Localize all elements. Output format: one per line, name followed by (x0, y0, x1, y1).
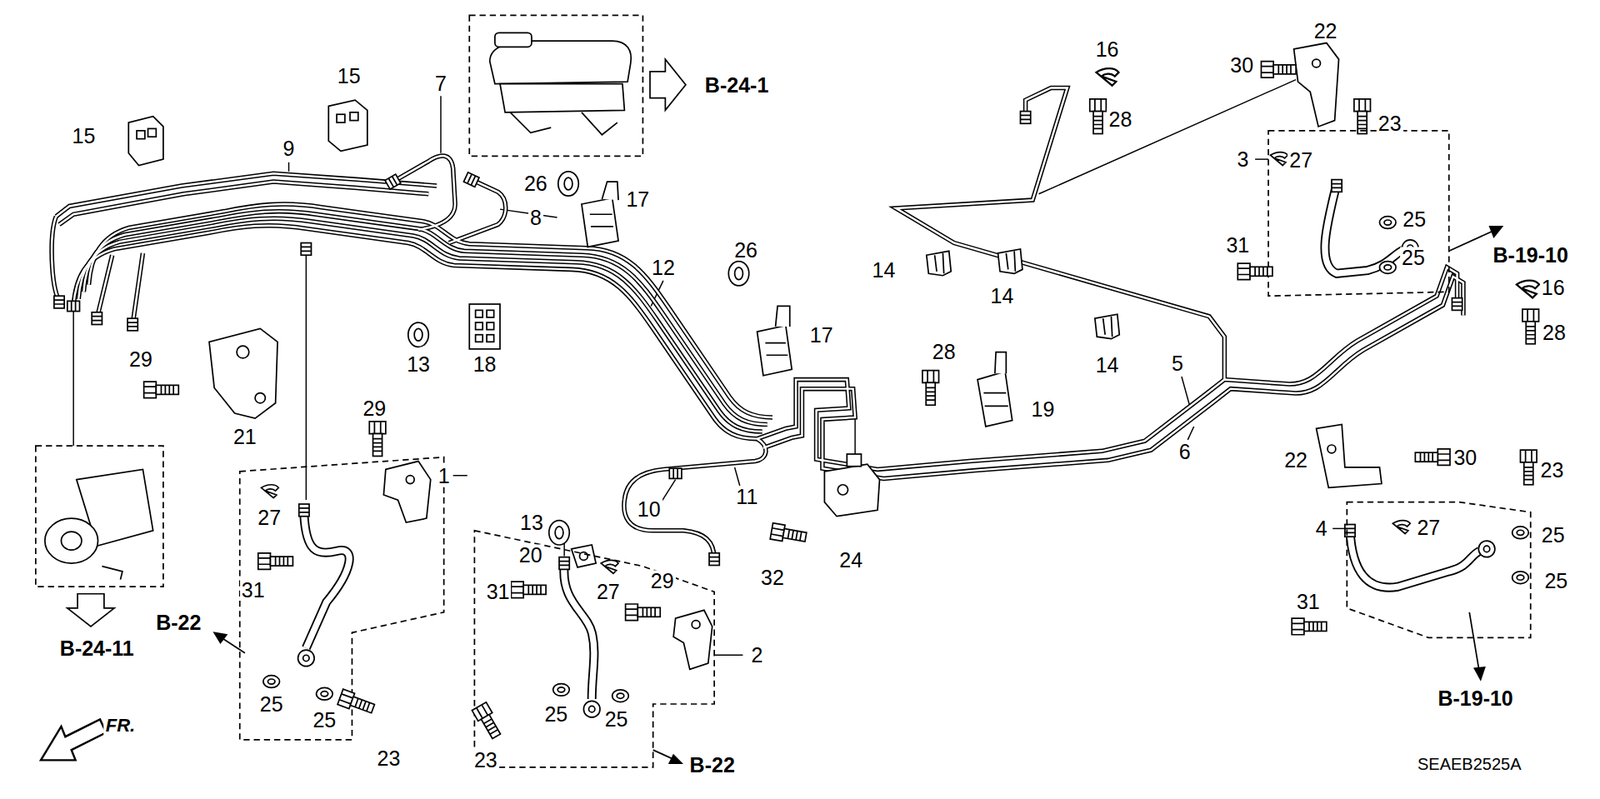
callout-number: 15 (70, 125, 98, 146)
callout-number: 7 (433, 73, 449, 95)
callout-number: 16 (1094, 38, 1121, 60)
reference-code: B-24-1 (703, 74, 770, 95)
reference-code: B-19-10 (1491, 245, 1570, 266)
parts (35, 15, 1540, 767)
callout-number: 10 (635, 499, 663, 520)
callout-number: 25 (1542, 570, 1570, 591)
callout-number: 14 (870, 260, 898, 281)
callout-number: 28 (930, 341, 958, 363)
callout-number: 29 (649, 570, 676, 591)
callout-number: 8 (528, 206, 544, 228)
callout-number: 15 (335, 65, 363, 86)
callout-number: 27 (255, 506, 283, 528)
callout-number: 1 (436, 465, 452, 486)
diagram-code: SEAEB2525A (1415, 755, 1524, 773)
callout-number: 26 (522, 173, 550, 195)
callout-number: 30 (1228, 55, 1255, 76)
callout-number: 31 (485, 581, 512, 603)
callout-number: 25 (603, 709, 630, 730)
callout-number: 29 (127, 349, 155, 370)
callout-number: 27 (1287, 150, 1315, 171)
callout-number: 30 (1451, 446, 1479, 468)
callout-number: 3 (1235, 149, 1250, 170)
callout-number: 25 (1400, 246, 1427, 268)
callout-number: 27 (1415, 517, 1442, 539)
callout-number: 14 (989, 285, 1016, 307)
callout-number: 29 (360, 397, 388, 419)
callout-number: 31 (240, 579, 267, 600)
reference-code: B-22 (688, 755, 737, 776)
callout-number: 12 (650, 256, 677, 278)
callout-number: 23 (1539, 460, 1566, 481)
callout-number: 27 (595, 581, 622, 603)
callout-number: 9 (281, 137, 297, 159)
brake-hoses (304, 184, 1480, 700)
reference-code: B-22 (154, 611, 203, 633)
callout-number: 25 (258, 693, 285, 715)
callout-number: 26 (732, 240, 760, 261)
callout-number: 24 (837, 550, 865, 571)
callout-number: 14 (1094, 355, 1121, 376)
brake-pipes (51, 87, 1464, 560)
callout-number: 17 (808, 324, 835, 345)
callout-number: 22 (1282, 450, 1310, 471)
callout-number: 23 (375, 747, 403, 769)
callout-number: 25 (1400, 209, 1428, 230)
callout-number: 32 (759, 567, 786, 589)
reference-code: B-19-10 (1435, 687, 1515, 709)
callout-number: 28 (1107, 109, 1135, 130)
reference-code: B-24-11 (58, 637, 136, 659)
callout-number: 18 (471, 354, 499, 375)
callout-number: 4 (1314, 518, 1330, 540)
front-indicator: FR. (104, 716, 137, 735)
callout-number: 20 (517, 545, 545, 566)
callout-number: 31 (1295, 591, 1322, 613)
callout-number: 6 (1177, 441, 1193, 463)
callout-number: 16 (1540, 277, 1567, 299)
callout-number: 19 (1030, 399, 1057, 420)
callout-number: 22 (1312, 20, 1340, 41)
callout-number: 31 (1224, 234, 1251, 255)
callout-number: 23 (1376, 113, 1404, 135)
callout-number: 13 (405, 354, 432, 375)
callout-number: 5 (1170, 352, 1185, 374)
callout-number: 17 (624, 188, 651, 210)
callout-number: 25 (542, 704, 570, 725)
callout-number: 25 (1540, 524, 1567, 545)
callout-number: 13 (518, 511, 545, 533)
callout-number: 25 (310, 710, 338, 731)
callout-number: 11 (734, 486, 760, 508)
callout-number: 21 (231, 426, 259, 448)
callout-number: 28 (1540, 322, 1568, 344)
callout-number: 2 (750, 645, 765, 666)
callout-number: 23 (472, 750, 500, 771)
